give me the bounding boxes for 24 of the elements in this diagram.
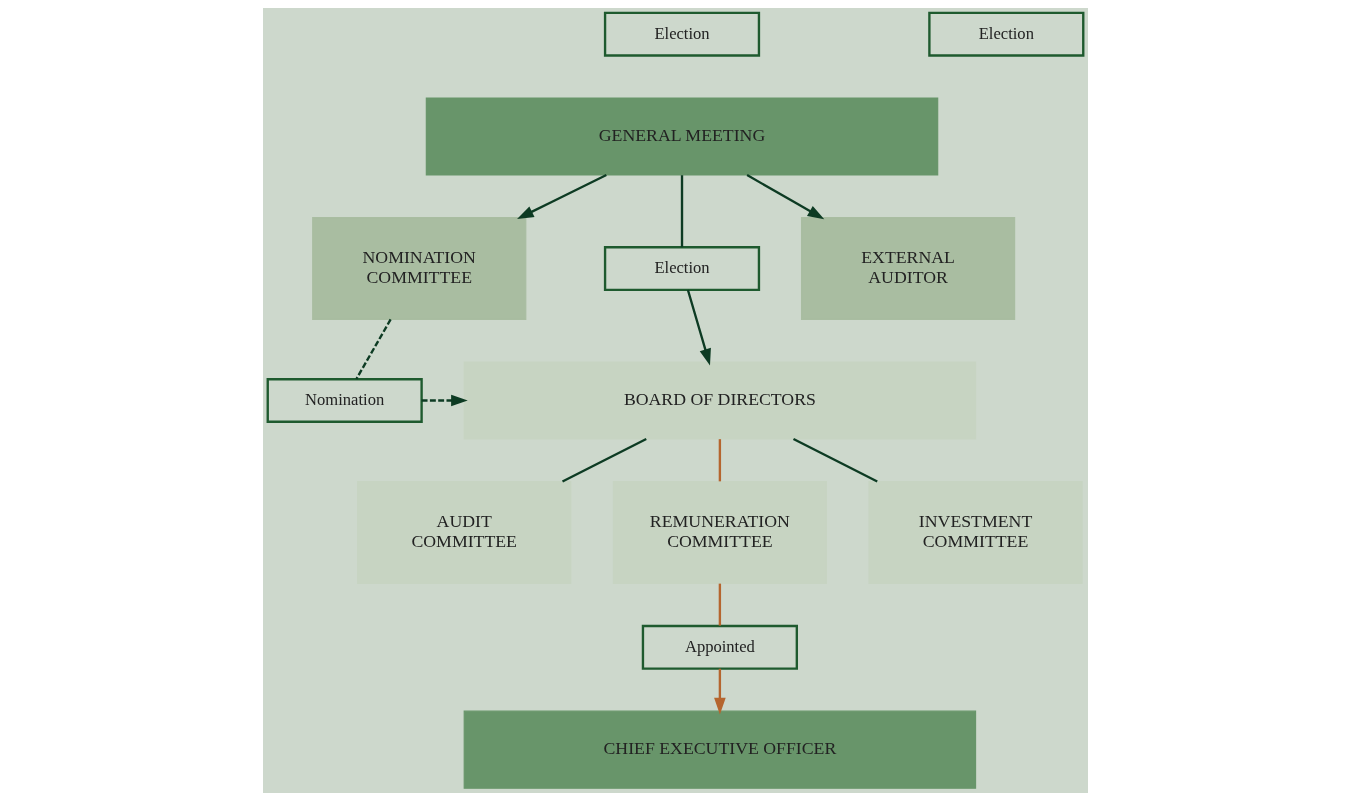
node-box: NOMINATION COMMITTEE	[312, 217, 527, 320]
connector	[718, 583, 722, 626]
arrow	[517, 174, 607, 220]
node-box: Election	[928, 11, 1085, 57]
node-box: Election	[603, 246, 761, 291]
node-box: BOARD OF DIRECTORS	[463, 361, 977, 440]
node-box: CHIEF EXECUTIVE OFFICER	[463, 710, 977, 789]
node-box: GENERAL MEETING	[425, 97, 939, 176]
node-box: Nomination	[266, 378, 423, 423]
connector	[680, 175, 684, 248]
connector	[792, 437, 878, 483]
node-box: INVESTMENT COMMITTEE	[868, 481, 1083, 584]
connector	[561, 437, 647, 483]
arrow	[421, 394, 468, 407]
node-box: AUDIT COMMITTEE	[357, 481, 572, 584]
arrow	[746, 174, 825, 220]
node-box: Appointed	[641, 624, 798, 670]
connector	[718, 439, 722, 482]
node-box: EXTERNAL AUDITOR	[800, 217, 1016, 320]
connector	[355, 318, 392, 380]
arrow	[714, 668, 726, 715]
node-box: Election	[603, 11, 761, 57]
arrow	[686, 289, 711, 366]
node-box: REMUNERATION COMMITTEE	[612, 481, 827, 584]
